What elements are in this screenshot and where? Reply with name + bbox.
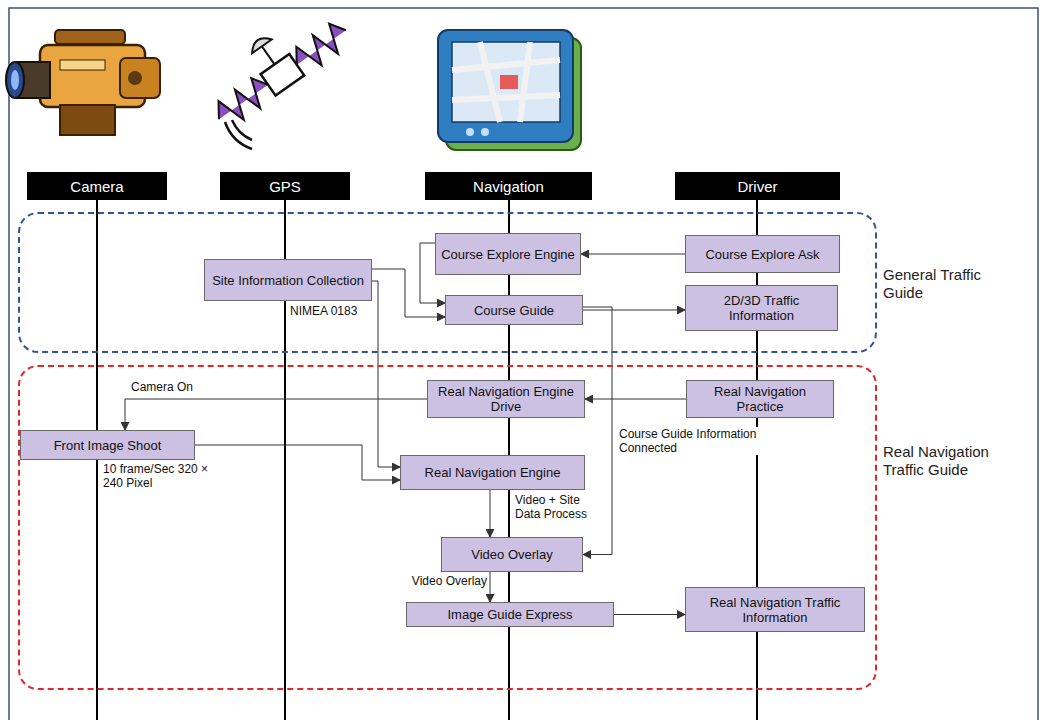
phase-region: General Traffic GuideCourse Explore Engi… [18, 212, 877, 353]
node-text: Image Guide Express [447, 607, 572, 622]
process-box: Real Navigation Practice [686, 380, 834, 418]
node-text: GPS [269, 178, 301, 195]
process-box: Real Navigation Engine Drive [427, 380, 585, 418]
lane-header: Camera [27, 172, 167, 200]
region-label: Real Navigation Traffic Guide [883, 443, 1013, 479]
camera-icon [6, 30, 160, 135]
process-box: Image Guide Express [406, 602, 614, 627]
satellite-icon [262, 46, 275, 64]
camera-icon [60, 60, 105, 70]
camera-icon [60, 105, 115, 135]
node-text: Course Explore Ask [705, 247, 819, 262]
flow-arrow [372, 269, 445, 317]
process-box: Course Explore Engine [435, 233, 581, 275]
camera-icon [6, 62, 24, 98]
flow-arrow [581, 254, 685, 255]
data-note: NIMEA 0183 [289, 304, 358, 318]
data-note: 10 frame/Sec 320 × 240 Pixel [102, 462, 222, 490]
tablet-icon [438, 30, 581, 150]
node-text: 2D/3D Traffic Information [691, 293, 832, 323]
flow-arrow [195, 445, 400, 480]
node-text: Real Navigation Practice [692, 384, 828, 414]
lifelines [97, 200, 757, 720]
signal-waves [225, 122, 252, 149]
process-box: Course Guide [445, 295, 583, 325]
tablet-icon [452, 42, 560, 122]
node-text: Navigation [473, 178, 544, 195]
node-text: Camera [70, 178, 123, 195]
lane-header: Navigation [425, 172, 592, 200]
flow-arrow [490, 490, 491, 537]
process-box: 2D/3D Traffic Information [685, 285, 838, 331]
node-text: Real Navigation Engine [425, 465, 561, 480]
node-text: Front Image Shoot [54, 438, 162, 453]
camera-icon [55, 30, 125, 44]
satellite-icon [261, 54, 305, 95]
process-box: Course Explore Ask [685, 235, 840, 273]
flow-arrow [490, 572, 491, 602]
process-box: Video Overlay [441, 537, 583, 572]
lifelines [96, 200, 98, 720]
process-box: Real Navigation Traffic Information [685, 587, 865, 632]
tablet-icon [438, 30, 573, 142]
lane-header: GPS [220, 172, 350, 200]
node-text: Real Navigation Engine Drive [433, 384, 579, 414]
node-text: Video Overlay [471, 547, 552, 562]
flow-arrow [585, 399, 686, 400]
tablet-icon [481, 128, 489, 136]
phase-region: Real Navigation Traffic GuideReal Naviga… [18, 365, 877, 690]
process-box: Site Information Collection [204, 259, 372, 301]
lane-header: Driver [675, 172, 840, 200]
tablet-icon [500, 75, 518, 89]
signal-waves [225, 120, 252, 149]
edge-label: Video + Site Data Process [514, 493, 608, 521]
region-label: General Traffic Guide [883, 266, 1013, 302]
edge-label: Camera On [130, 380, 194, 394]
node-text: Course Guide [474, 303, 554, 318]
satellite-icon [195, 0, 355, 131]
tablet-icon [452, 42, 560, 122]
node-text: Real Navigation Traffic Information [691, 595, 859, 625]
outer-frame [9, 8, 1038, 720]
lifelines [756, 200, 758, 720]
node-text: Course Explore Engine [441, 247, 575, 262]
node-text: Driver [738, 178, 778, 195]
satellite-icon [248, 33, 272, 53]
camera-icon [11, 70, 19, 90]
camera-icon [120, 58, 160, 98]
camera-icon [128, 71, 142, 85]
edge-label: Video Overlay [390, 574, 488, 588]
flow-arrow [372, 281, 400, 467]
process-box: Front Image Shoot [20, 430, 195, 460]
node-text: Site Information Collection [212, 273, 364, 288]
tablet-icon [466, 128, 474, 136]
flow-arrow [583, 310, 685, 311]
flow-arrow [614, 614, 685, 615]
process-box: Real Navigation Engine [400, 455, 585, 490]
flow-arrow [125, 399, 427, 430]
edge-label: Course Guide Information Connected [618, 427, 770, 455]
